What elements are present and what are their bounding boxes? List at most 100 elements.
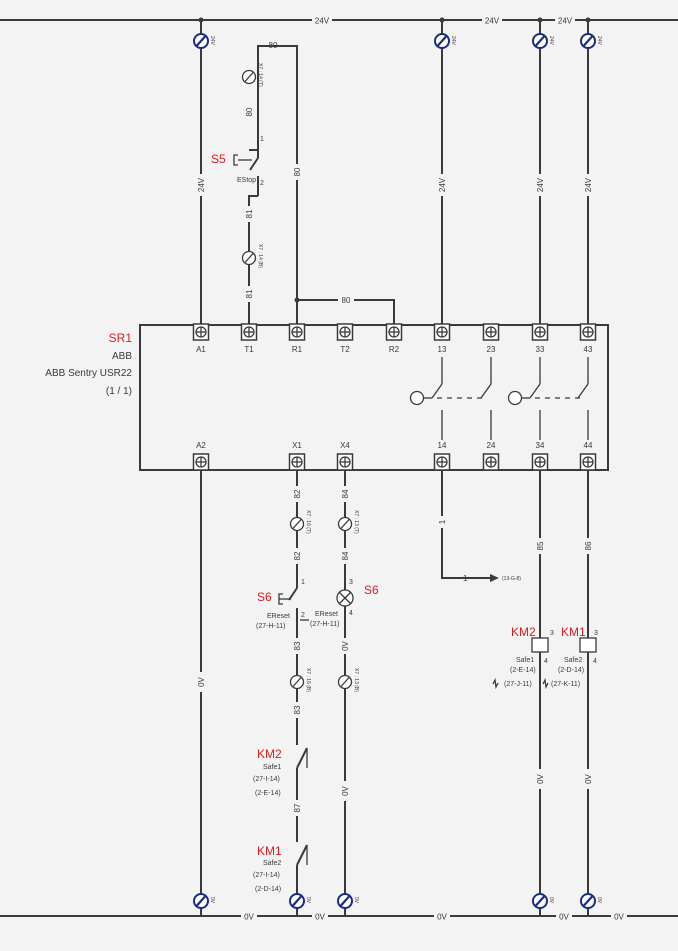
pin-label: 3 bbox=[594, 630, 598, 637]
fuse-tag: 0V bbox=[596, 897, 602, 904]
relay-output-contacts bbox=[409, 357, 589, 440]
fuse-icon bbox=[192, 32, 210, 50]
device-tag: SR1 bbox=[109, 331, 133, 345]
fuse-tag: 0V bbox=[548, 897, 554, 904]
bottom-rail-0v: 0V 0V 0V 0V 0V bbox=[0, 911, 678, 922]
terminal-label: R1 bbox=[292, 345, 303, 354]
ereset-lamp-s6: S6 3 4 EReset (27-H-11) bbox=[300, 579, 379, 628]
wire-label: 80 bbox=[245, 107, 254, 116]
wire-label: 0V bbox=[584, 773, 593, 783]
terminal-block-icon bbox=[337, 674, 353, 690]
wire-label: 84 bbox=[341, 551, 350, 560]
fuse-icon bbox=[531, 892, 549, 910]
wire-label-gaps bbox=[194, 104, 595, 816]
coil-icon bbox=[579, 637, 597, 653]
cross-reference: (2-D-14) bbox=[558, 667, 584, 674]
terminal-tag: X7 : 14 (B) bbox=[257, 244, 263, 268]
pin-label: 2 bbox=[260, 180, 264, 187]
wire-labels: 24V 0V 80 80 81 81 80 80 82 82 83 83 87 … bbox=[197, 41, 593, 812]
rail-label-0v: 0V bbox=[614, 913, 624, 922]
terminal-label: T2 bbox=[340, 345, 350, 354]
km1-coil: KM1 3 4 Safe2 (2-D-14) (27-K-11) bbox=[542, 625, 598, 690]
device-label: Safe2 bbox=[263, 860, 281, 867]
terminal-label: 23 bbox=[487, 345, 496, 354]
wire-label: 24V bbox=[584, 177, 593, 192]
pin-label: 3 bbox=[349, 579, 353, 586]
terminal-tag: X7 : 16 (T) bbox=[305, 510, 311, 534]
terminal-block-icon bbox=[289, 516, 305, 532]
fuse-tag: 24V bbox=[450, 36, 456, 46]
pin-label: 1 bbox=[301, 579, 305, 586]
wire-label: 0V bbox=[197, 676, 206, 686]
rail-label-0v: 0V bbox=[559, 913, 569, 922]
device-tag: KM1 bbox=[257, 844, 282, 858]
device-tag: S6 bbox=[257, 590, 272, 604]
wire-label: 83 bbox=[293, 705, 302, 714]
wire-label: 0V bbox=[536, 773, 545, 783]
wire-label: 80 bbox=[293, 167, 302, 176]
device-label: EStop bbox=[237, 177, 256, 184]
wire-label: 80 bbox=[269, 41, 278, 50]
wire-label: 86 bbox=[584, 541, 593, 550]
rail-label-0v: 0V bbox=[315, 913, 325, 922]
rail-label-24v: 24V bbox=[315, 17, 330, 26]
device-label: EReset bbox=[315, 611, 338, 618]
wire-label: 1 bbox=[438, 519, 447, 524]
bottom-fuses: 0V 0V 0V 0V 0V bbox=[192, 892, 602, 910]
terminal-tag: X7 : 16 (B) bbox=[305, 668, 311, 692]
wire-label: 0V bbox=[341, 640, 350, 650]
ereset-pushbutton-s6: S6 1 2 EReset (27-H-11) bbox=[256, 579, 305, 630]
wire-label: 24V bbox=[197, 177, 206, 192]
wire-label: 81 bbox=[245, 209, 254, 218]
bottom-terminals: A2 X1 X4 14 24 34 44 bbox=[192, 441, 597, 471]
pin-label: 4 bbox=[349, 610, 353, 617]
device-tag: S6 bbox=[364, 583, 379, 597]
cross-reference: (27-H-11) bbox=[310, 621, 339, 628]
wire-label: 80 bbox=[342, 296, 351, 305]
relay-page: (1 / 1) bbox=[106, 386, 132, 397]
terminal-label: 33 bbox=[536, 345, 545, 354]
pin-label: 1 bbox=[260, 136, 264, 143]
cross-reference: (13-G-8) bbox=[502, 576, 521, 582]
terminal-block-icon bbox=[289, 674, 305, 690]
cross-reference: (27-H-11) bbox=[256, 623, 285, 630]
terminal-block-icon bbox=[337, 516, 353, 532]
top-fuses: 24V 24V 24V 24V bbox=[192, 32, 602, 50]
rail-label-24v: 24V bbox=[485, 17, 500, 26]
fuse-icon bbox=[531, 32, 549, 50]
terminal-tag: X7 : 14 (T) bbox=[257, 63, 263, 87]
pin-label: 4 bbox=[544, 658, 548, 665]
terminal-label: X4 bbox=[340, 441, 350, 450]
device-label: Safe1 bbox=[516, 657, 534, 664]
top-terminals: A1 T1 R1 T2 R2 13 23 33 43 bbox=[192, 323, 597, 354]
fuse-icon bbox=[433, 32, 451, 50]
device-tag: KM2 bbox=[511, 625, 536, 639]
fuse-icon bbox=[192, 892, 210, 910]
rail-label-24v: 24V bbox=[558, 17, 573, 26]
rail-label-0v: 0V bbox=[244, 913, 254, 922]
coil-icon bbox=[531, 637, 549, 653]
terminal-label: R2 bbox=[389, 345, 400, 354]
device-tag: KM2 bbox=[257, 747, 282, 761]
terminal-block-icon bbox=[241, 250, 257, 266]
relay-maker: ABB bbox=[112, 351, 132, 362]
device-label: Safe2 bbox=[564, 657, 582, 664]
km2-aux-contact: KM2 Safe1 (27-I-14) (2-E-14) bbox=[253, 745, 308, 797]
wire-label: 84 bbox=[341, 489, 350, 498]
wire-label: 24V bbox=[438, 177, 447, 192]
wire-label: 1 bbox=[463, 574, 468, 583]
fuse-icon bbox=[579, 32, 597, 50]
terminal-label: 13 bbox=[438, 345, 447, 354]
terminal-tag: X7 : 13 (T) bbox=[353, 510, 359, 534]
pin-label: 2 bbox=[301, 612, 305, 619]
cross-reference: (27-J-11) bbox=[504, 681, 532, 688]
terminal-label: 34 bbox=[536, 441, 545, 450]
device-label: Safe1 bbox=[263, 764, 281, 771]
km2-coil: KM2 3 4 Safe1 (2-E-14) (27-J-11) bbox=[492, 625, 554, 690]
wire-label: 83 bbox=[293, 641, 302, 650]
wire-label: 87 bbox=[293, 803, 302, 812]
wire-label: 82 bbox=[293, 489, 302, 498]
cross-reference: (27-K-11) bbox=[551, 681, 580, 688]
